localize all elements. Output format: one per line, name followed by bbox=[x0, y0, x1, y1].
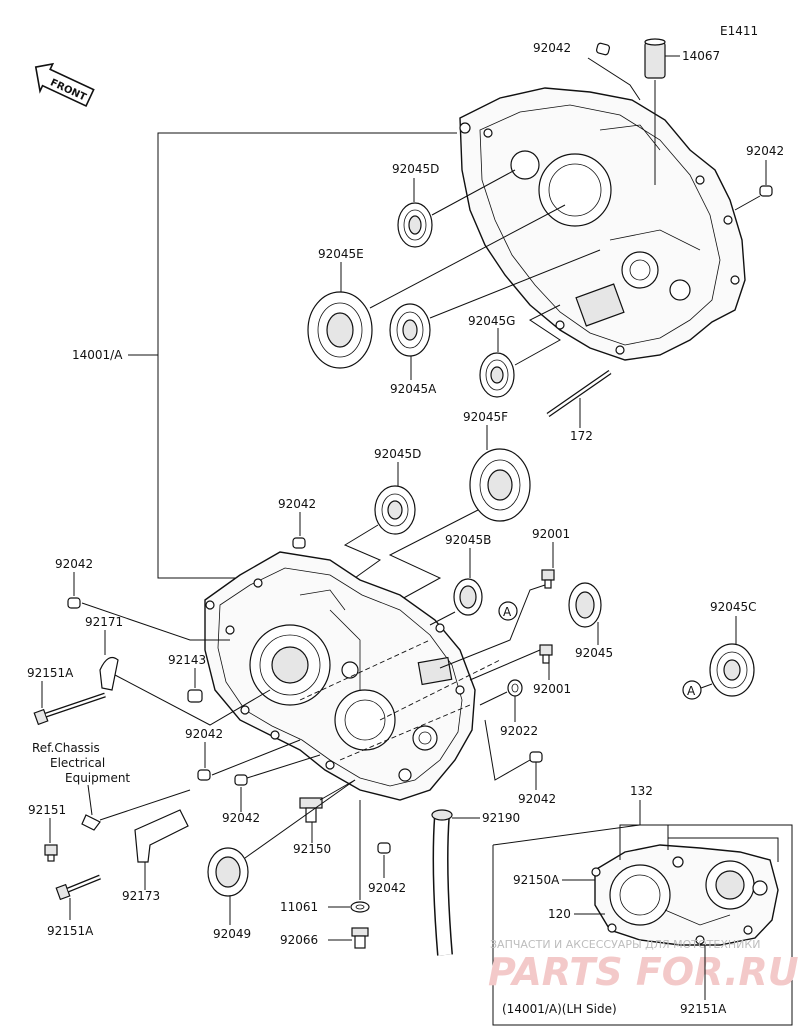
part-label: 92045A bbox=[390, 382, 437, 396]
bracket-icon bbox=[134, 809, 189, 863]
dowel-pin-icon bbox=[197, 769, 211, 781]
bearing-icon bbox=[389, 303, 431, 357]
part-label: 92022 bbox=[500, 724, 538, 738]
bolt-icon bbox=[55, 874, 101, 901]
part-label: 92045F bbox=[463, 410, 508, 424]
part-label: 132 bbox=[630, 784, 653, 798]
drain-plug-icon bbox=[351, 927, 369, 949]
clamp-icon bbox=[99, 657, 119, 691]
part-label: 92151 bbox=[28, 803, 66, 817]
washer-icon bbox=[507, 679, 523, 697]
part-label: 92045D bbox=[392, 162, 439, 176]
part-label: 92001 bbox=[532, 527, 570, 541]
bearing-icon bbox=[469, 448, 531, 522]
part-label: 14067 bbox=[682, 49, 720, 63]
reference-a-marker bbox=[498, 601, 518, 621]
part-label: 14001/A bbox=[72, 348, 123, 362]
part-label: 11061 bbox=[280, 900, 318, 914]
watermark-logo: PARTS FOR.RU bbox=[488, 950, 799, 994]
breather-hose-icon bbox=[431, 809, 453, 956]
bolt-icon bbox=[539, 644, 553, 664]
bearing-icon bbox=[374, 485, 416, 535]
inset-caption: (14001/A)(LH Side) bbox=[502, 1002, 617, 1016]
part-label: 92151A bbox=[47, 924, 94, 938]
oil-seal-icon bbox=[709, 643, 755, 697]
fitting-icon bbox=[299, 797, 323, 823]
reference-a-marker bbox=[682, 680, 702, 700]
part-label: 92143 bbox=[168, 653, 206, 667]
part-label: 92042 bbox=[55, 557, 93, 571]
part-label: 92173 bbox=[122, 889, 160, 903]
part-label: 92045D bbox=[374, 447, 421, 461]
bearing-icon bbox=[479, 352, 515, 398]
part-label: 92042 bbox=[518, 792, 556, 806]
lower-crankcase-half bbox=[204, 551, 476, 801]
reference-label: A bbox=[687, 684, 696, 698]
part-label: 92042 bbox=[533, 41, 571, 55]
bearing-icon bbox=[307, 291, 373, 369]
oil-seal-icon bbox=[568, 582, 602, 628]
dowel-pin-icon bbox=[529, 751, 543, 763]
oil-seal-icon bbox=[453, 578, 483, 616]
oil-seal-icon bbox=[207, 847, 249, 897]
dowel-pin-icon bbox=[759, 185, 773, 197]
part-label: 120 bbox=[548, 907, 571, 921]
stud-bolt-icon bbox=[546, 369, 612, 418]
dowel-pin-icon bbox=[234, 774, 248, 786]
reference-note-line: Ref.Chassis bbox=[32, 741, 100, 755]
part-label: 92151A bbox=[680, 1002, 727, 1016]
part-label: 92190 bbox=[482, 811, 520, 825]
part-label: 92045E bbox=[318, 247, 364, 261]
part-label: 172 bbox=[570, 429, 593, 443]
upper-crankcase-half bbox=[459, 87, 746, 361]
cable-clip-icon bbox=[81, 814, 101, 831]
part-label: 92042 bbox=[185, 727, 223, 741]
part-label: 92042 bbox=[368, 881, 406, 895]
sleeve-icon bbox=[644, 38, 666, 79]
dowel-pin-icon bbox=[595, 42, 611, 56]
bolt-icon bbox=[44, 844, 58, 862]
part-label: 92151A bbox=[27, 666, 74, 680]
part-label: 92150 bbox=[293, 842, 331, 856]
diagram-code: E1411 bbox=[720, 24, 758, 38]
dowel-pin-icon bbox=[292, 537, 306, 549]
part-label: 92042 bbox=[222, 811, 260, 825]
bolt-icon bbox=[541, 569, 555, 589]
dowel-pin-icon bbox=[67, 597, 81, 609]
front-arrow-icon: FRONT bbox=[34, 62, 95, 108]
part-label: 92042 bbox=[278, 497, 316, 511]
part-label: 92045 bbox=[575, 646, 613, 660]
part-label: 92045C bbox=[710, 600, 757, 614]
bearing-icon bbox=[397, 202, 433, 248]
part-label: 92042 bbox=[746, 144, 784, 158]
part-label: 92171 bbox=[85, 615, 123, 629]
reference-note-line: Electrical bbox=[50, 756, 105, 770]
part-label: 92045B bbox=[445, 533, 491, 547]
bolt-icon bbox=[33, 692, 106, 726]
watermark-caption: ЗАПЧАСТИ И АКСЕССУАРЫ ДЛЯ МОТОТЕХНИКИ bbox=[490, 938, 760, 951]
dowel-pin-icon bbox=[377, 842, 391, 854]
part-label: 92045G bbox=[468, 314, 515, 328]
part-label: 92066 bbox=[280, 933, 318, 947]
part-label: 92049 bbox=[213, 927, 251, 941]
reference-note-line: Equipment bbox=[65, 771, 130, 785]
part-label: 92150A bbox=[513, 873, 560, 887]
inset-lh-side-view bbox=[492, 824, 793, 1026]
gasket-icon bbox=[350, 901, 370, 913]
collar-icon bbox=[187, 689, 203, 703]
reference-label: A bbox=[503, 605, 512, 619]
part-label: 92001 bbox=[533, 682, 571, 696]
